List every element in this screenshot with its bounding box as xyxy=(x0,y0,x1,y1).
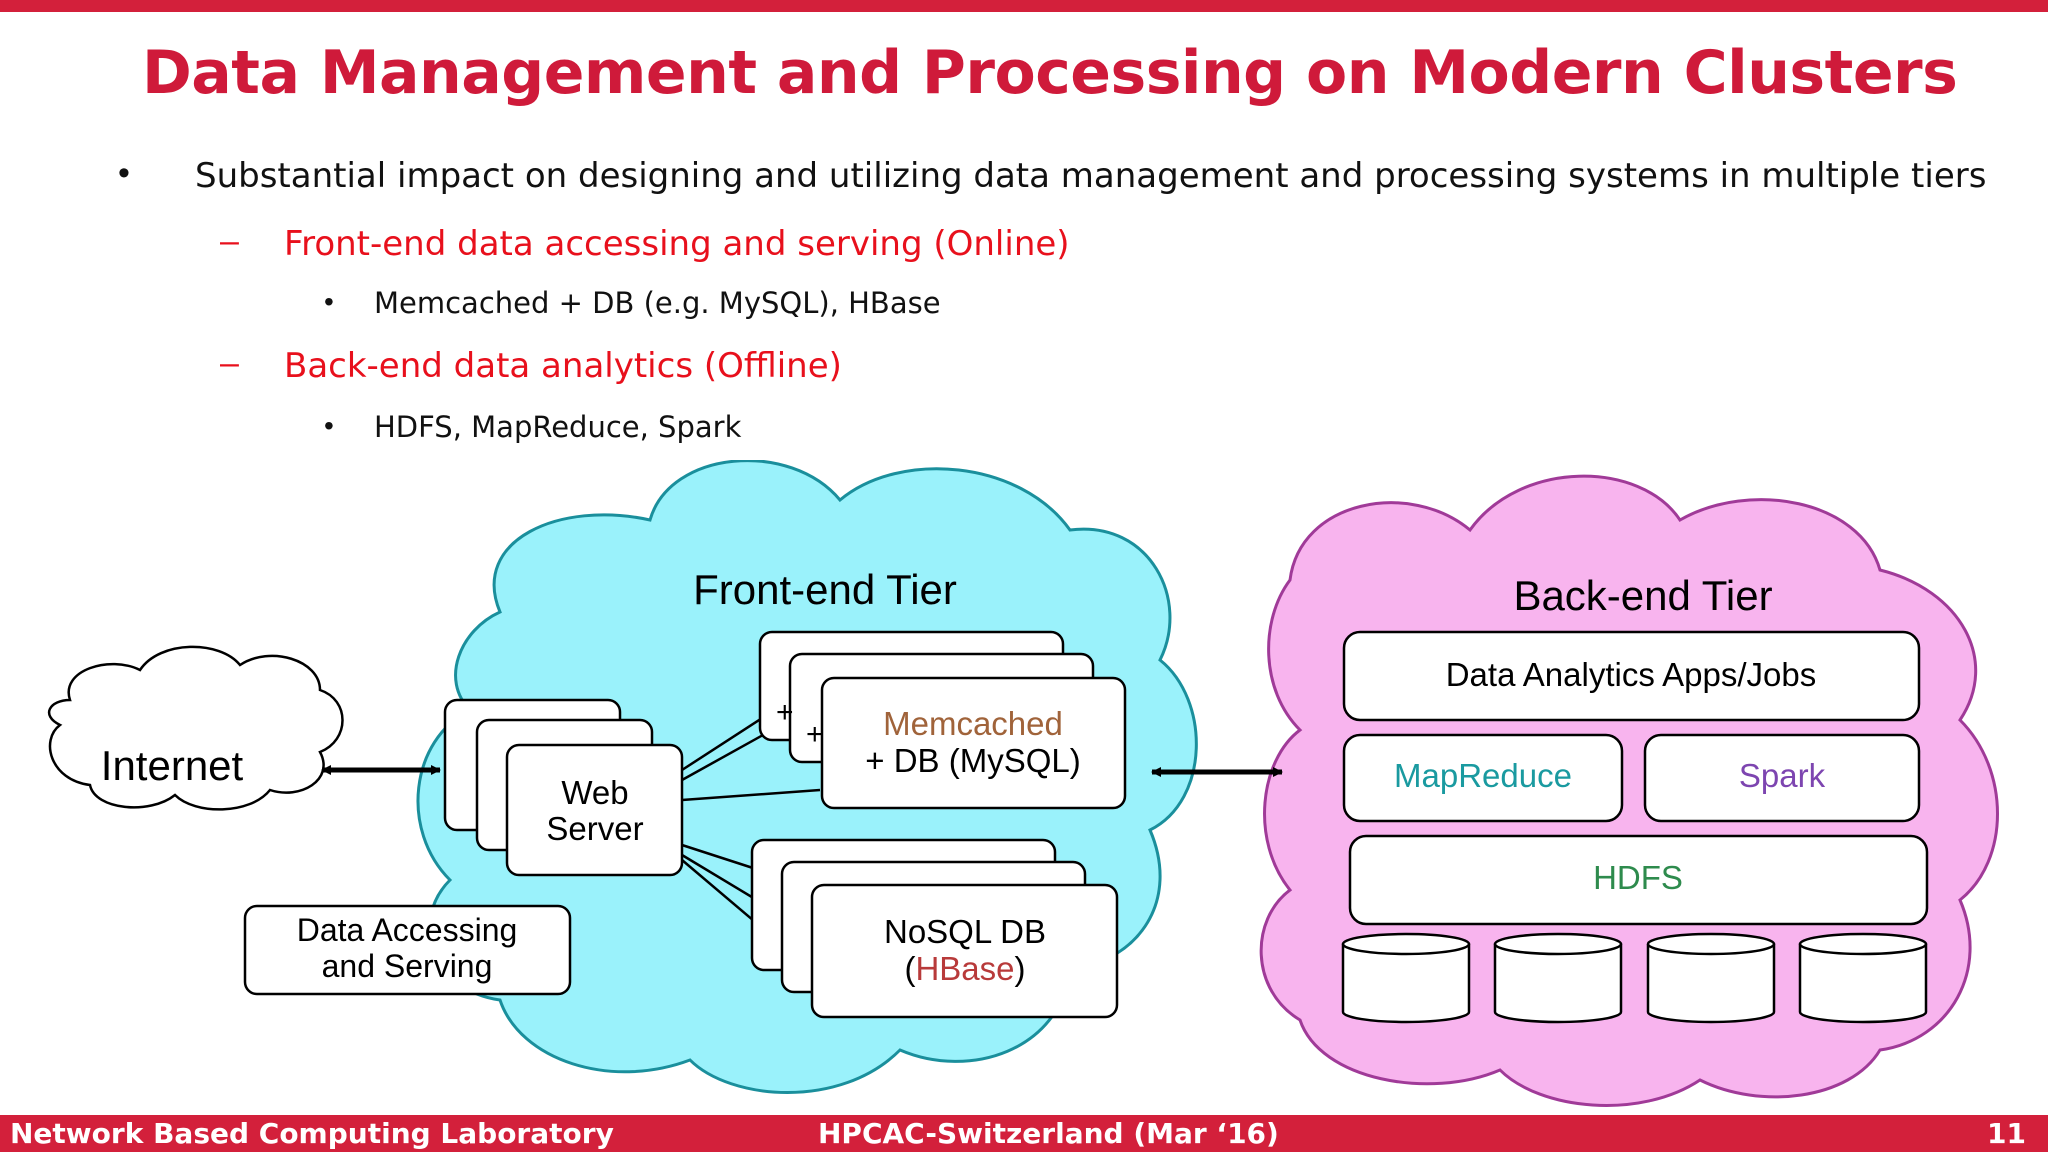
mysql-label: + DB (MySQL) xyxy=(865,742,1080,779)
hbase-name: HBase xyxy=(915,950,1014,987)
plus-glyph-mid: + xyxy=(806,718,824,751)
storage-disk-icon xyxy=(1646,932,1776,1024)
data-accessing-box xyxy=(243,904,572,996)
memcached-card xyxy=(820,676,1127,810)
back-tier-title: Back-end Tier xyxy=(1513,572,1772,619)
bullet-4: Back-end data analytics (Offline) xyxy=(284,346,842,386)
web-server-card xyxy=(505,743,684,877)
bullet-2: Front-end data accessing and serving (On… xyxy=(284,224,1070,264)
slide-title: Data Management and Processing on Modern… xyxy=(142,38,1958,108)
bullet-marker-2: – xyxy=(220,222,239,260)
top-accent-bar xyxy=(0,0,2048,12)
data-accessing-label-2: and Serving xyxy=(322,948,493,984)
data-accessing-label-1: Data Accessing xyxy=(297,912,518,948)
nosql-label: NoSQL DB xyxy=(884,913,1046,950)
front-tier-title: Front-end Tier xyxy=(693,566,957,613)
hdfs-box xyxy=(1348,834,1929,926)
storage-disk-icon xyxy=(1798,932,1928,1024)
mapreduce-label: MapReduce xyxy=(1394,757,1572,794)
nosql-card xyxy=(810,883,1119,1019)
hbase-label: (HBase) xyxy=(904,950,1025,987)
storage-disk-icon xyxy=(1341,932,1471,1024)
bullet-marker-1: • xyxy=(118,154,130,192)
spark-box xyxy=(1643,733,1921,823)
footer-event: HPCAC-Switzerland (Mar ‘16) xyxy=(818,1117,1279,1150)
bullet-marker-3: • xyxy=(324,286,334,317)
footer-page-number: 11 xyxy=(1987,1117,2026,1150)
bullet-1: Substantial impact on designing and util… xyxy=(195,156,1987,196)
web-server-label-2: Server xyxy=(546,810,643,847)
hdfs-label: HDFS xyxy=(1593,859,1683,896)
memcached-label: Memcached xyxy=(883,705,1063,742)
bullet-5: HDFS, MapReduce, Spark xyxy=(374,410,742,444)
footer-lab-name: Network Based Computing Laboratory xyxy=(10,1117,614,1150)
analytics-box xyxy=(1342,630,1921,722)
web-server-label-1: Web xyxy=(561,774,628,811)
footer-bar: Network Based Computing Laboratory HPCAC… xyxy=(0,1115,2048,1152)
storage-disks xyxy=(1341,932,1928,1024)
analytics-label: Data Analytics Apps/Jobs xyxy=(1446,656,1817,693)
internet-label: Internet xyxy=(101,742,244,789)
architecture-diagram: Internet Web Server + + Memcached + DB (… xyxy=(47,460,1999,1107)
storage-disk-icon xyxy=(1493,932,1623,1024)
bullet-marker-5: • xyxy=(324,410,334,441)
internet-cloud xyxy=(47,645,344,811)
bullet-3: Memcached + DB (e.g. MySQL), HBase xyxy=(374,286,941,320)
plus-glyph-back: + xyxy=(776,696,794,729)
bullet-marker-4: – xyxy=(220,344,239,382)
mapreduce-box xyxy=(1342,733,1624,823)
spark-label: Spark xyxy=(1739,757,1826,794)
